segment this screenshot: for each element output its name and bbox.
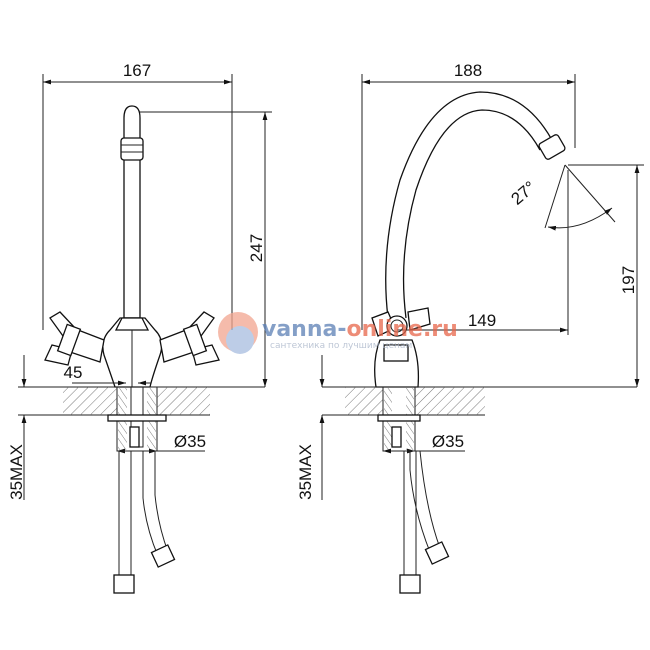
hole-label: Ø35 [174, 432, 206, 451]
svg-text:vanna-online.ru: vanna-online.ru [262, 317, 458, 342]
watermark-tagline: сантехника по лучшим ценам [270, 341, 412, 351]
watermark: vanna-online.ru сантехника по лучшим цен… [218, 312, 458, 354]
counter-max-label: 35MAX [7, 444, 26, 500]
counter-thickness-dimension: 35MAX [7, 355, 27, 500]
curved-spout [385, 91, 566, 319]
angle-annotation: 27° [507, 164, 616, 231]
side-supply-hoses [399, 450, 450, 594]
right-handle[interactable] [159, 311, 220, 366]
spout-height-label: 197 [619, 266, 638, 294]
countertop-section [345, 387, 383, 415]
spout-reach-label: 149 [468, 311, 496, 330]
side-body [374, 339, 420, 388]
mounting-shank [107, 386, 167, 452]
mixer-body [102, 317, 163, 388]
side-hole-label: Ø35 [432, 432, 464, 451]
side-view: 188 27° 197 [296, 61, 644, 594]
height-label: 247 [247, 234, 266, 262]
spacing-label: 45 [64, 363, 83, 382]
side-shank [377, 386, 421, 452]
front-view: 167 247 [7, 61, 272, 594]
countertop-section [63, 387, 117, 415]
spout-height-dimension: 197 [568, 164, 644, 387]
spout [120, 105, 144, 319]
left-handle[interactable] [44, 311, 105, 366]
width-dimension: 167 [42, 61, 233, 330]
height-dimension: 247 [130, 111, 272, 387]
width-label: 167 [123, 61, 151, 80]
reach-label: 188 [454, 61, 482, 80]
side-handle[interactable] [371, 307, 431, 337]
side-counter-max-label: 35MAX [296, 444, 315, 500]
watermark-brand-2: online.ru [347, 317, 458, 342]
spacing-dimension: 45 [64, 363, 151, 386]
side-counter-thickness-dimension: 35MAX [296, 355, 325, 500]
watermark-brand-1: vanna- [262, 317, 347, 342]
spout-reach-dimension: 149 [397, 170, 569, 335]
supply-hoses [113, 450, 176, 594]
reach-dimension: 188 [361, 61, 576, 330]
